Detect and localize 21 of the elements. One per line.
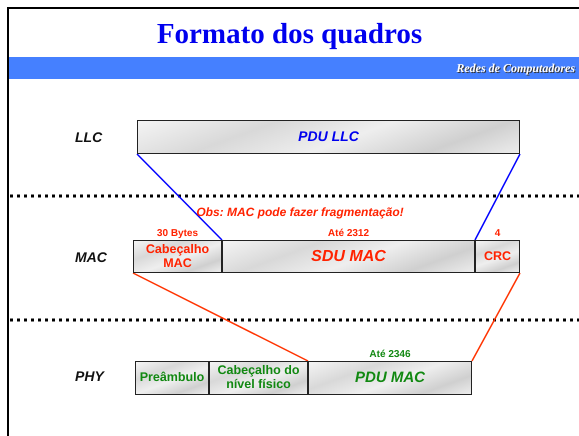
- connector-line: [132, 272, 308, 362]
- note-text: Obs: MAC pode fazer fragmentação!: [195, 205, 405, 219]
- connector-line: [471, 272, 521, 362]
- layer-label: LLC: [75, 129, 102, 145]
- frame-field: SDU MAC: [222, 240, 475, 273]
- frame-field: Preâmbulo: [135, 361, 209, 395]
- frame-field: PDU LLC: [137, 120, 520, 154]
- frame-field: PDU MAC: [308, 361, 472, 395]
- layer-label: PHY: [75, 368, 104, 384]
- frame-field: Cabeçalho MAC: [133, 240, 222, 273]
- header-subtitle: Redes de Computadores: [456, 61, 575, 76]
- frame-field: Cabeçalho do nível físico: [209, 361, 308, 395]
- slide-title: Formato dos quadros: [156, 18, 424, 51]
- frame-field: CRC: [475, 240, 520, 273]
- connector-line: [474, 154, 521, 240]
- layer-label: MAC: [75, 249, 107, 265]
- size-label: Até 2312: [326, 228, 370, 239]
- size-label: Até 2346: [368, 349, 412, 360]
- size-label: 30 Bytes: [156, 228, 200, 239]
- connector-line: [136, 153, 223, 241]
- size-label: 4: [494, 228, 502, 239]
